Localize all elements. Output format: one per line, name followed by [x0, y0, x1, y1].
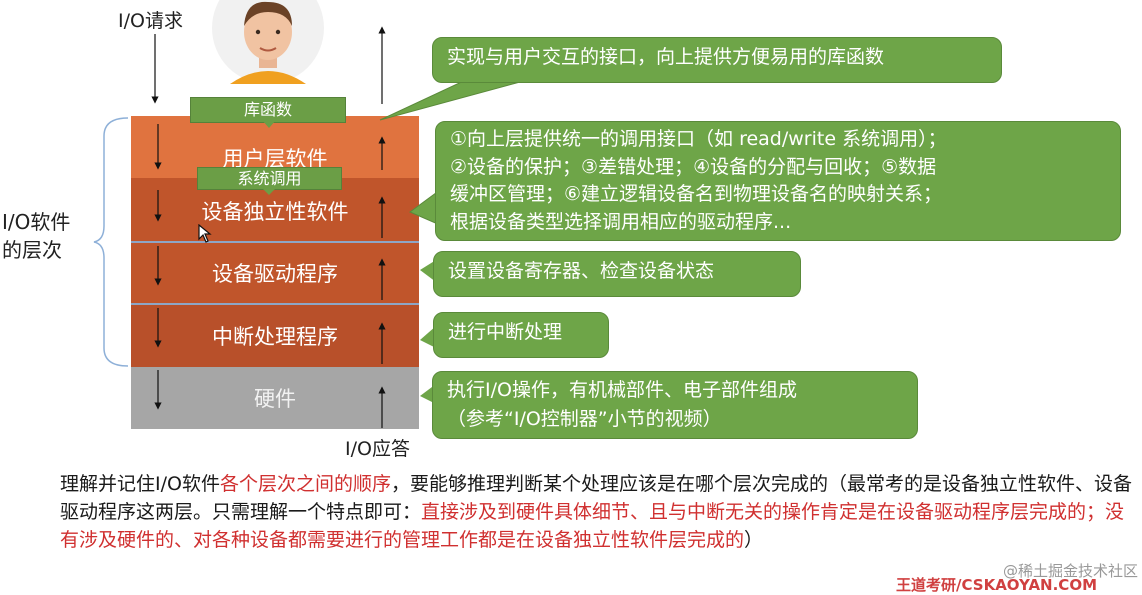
layer-hardware: 硬件: [131, 367, 419, 429]
callout-line: 执行I/O操作，有机械部件、电子部件组成: [447, 379, 797, 401]
callout-user-layer: 实现与用户交互的接口，向上提供方便易用的库函数: [432, 37, 1002, 83]
syscall-tag: 系统调用: [197, 167, 342, 190]
user-avatar: [212, 0, 324, 84]
layer-interrupt-handler-label: 中断处理程序: [212, 324, 338, 349]
io-response-label: I/O应答: [345, 438, 410, 460]
callout-line: （参考“I/O控制器”小节的视频）: [447, 408, 722, 430]
explanation-emphasis: 直接涉及到硬件具体细节、且与中断无关的操作肯定是在设备驱动程序层完成的；没有涉及…: [60, 501, 1125, 551]
callout-line: 缓冲区管理；⑥建立逻辑设备名到物理设备名的映射关系；: [450, 183, 943, 205]
brand-watermark: 王道考研/CSKAOYAN.COM: [896, 576, 1097, 594]
layer-hardware-label: 硬件: [254, 387, 296, 411]
callout-driver: 设置设备寄存器、检查设备状态: [433, 251, 801, 297]
callout-interrupt: 进行中断处理: [433, 312, 609, 358]
layer-brace: [93, 117, 129, 367]
layer-divider: [131, 303, 419, 305]
side-title: I/O软件 的层次: [2, 208, 70, 264]
explanation-part: 理解并记住I/O软件: [60, 473, 220, 495]
library-tag: 库函数: [190, 97, 346, 123]
callout-line: 根据设备类型选择调用相应的驱动程序...: [450, 210, 792, 233]
layer-interrupt-handler: 中断处理程序: [131, 304, 419, 367]
layer-device-independent-label: 设备独立性软件: [201, 200, 349, 224]
site-watermark: @稀土掘金技术社区: [1002, 562, 1138, 580]
callout-line: ①向上层提供统一的调用接口（如 read/write 系统调用）；: [450, 128, 947, 150]
layer-device-driver-label: 设备驱动程序: [212, 262, 338, 286]
io-request-label: I/O请求: [118, 10, 183, 32]
side-title-line2: 的层次: [2, 238, 62, 262]
callout-user-pointer: [379, 77, 521, 121]
explanation-emphasis: 各个层次之间的顺序: [219, 473, 391, 495]
layer-device-driver: 设备驱动程序: [131, 242, 419, 304]
explanation-part: ，要能够推理判断某个处理应该是在哪个层次完成的（最常考的是设备独立性软件、设备驱…: [60, 473, 1132, 523]
mouse-cursor-icon: [198, 224, 212, 243]
bottom-explanation: 理解并记住I/O软件各个层次之间的顺序，要能够推理判断某个处理应该是在哪个层次完…: [60, 470, 1142, 554]
layer-divider: [131, 241, 419, 243]
side-title-line1: I/O软件: [2, 210, 71, 234]
callout-device-independent: ①向上层提供统一的调用接口（如 read/write 系统调用）； ②设备的保护…: [435, 121, 1121, 241]
callout-hardware: 执行I/O操作，有机械部件、电子部件组成 （参考“I/O控制器”小节的视频）: [432, 371, 918, 439]
explanation-part: ）: [744, 529, 764, 551]
callout-line: ②设备的保护；③差错处理；④设备的分配与回收；⑤数据: [450, 155, 937, 178]
